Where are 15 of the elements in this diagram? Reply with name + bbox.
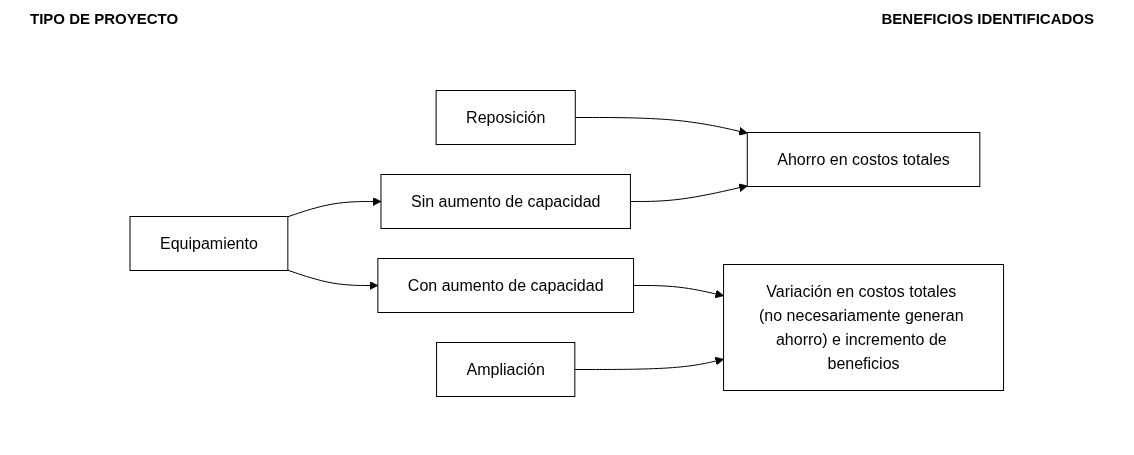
node-box: Ahorro en costos totales — [747, 132, 981, 187]
arrow — [287, 269, 379, 290]
node-box: Sin aumento de capacidad — [380, 174, 632, 229]
column-heading: BENEFICIOS IDENTIFICADOS — [881, 10, 1094, 29]
node-box: Con aumento de capacidad — [377, 258, 635, 313]
column-heading: TIPO DE PROYECTO — [30, 10, 179, 29]
arrow — [630, 183, 748, 202]
arrow — [633, 285, 725, 299]
node-box: Variación en costos totales (no necesariamente generan ahorro) e incremento de beneficios — [723, 264, 1005, 391]
arrow — [287, 197, 382, 218]
node-box: Ampliación — [436, 342, 576, 397]
node-box: Equipamiento — [129, 216, 289, 271]
node-box: Reposición — [435, 90, 576, 145]
arrow — [574, 356, 725, 370]
arrow — [575, 117, 748, 136]
